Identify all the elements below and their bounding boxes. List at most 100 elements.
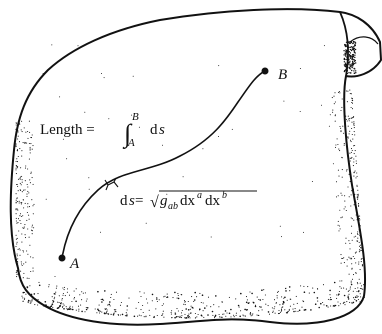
stipple-dot <box>305 309 307 311</box>
stipple-dot <box>64 305 65 306</box>
stipple-dot <box>32 177 33 178</box>
stipple-dot <box>356 185 357 186</box>
stipple-dot <box>353 123 354 124</box>
stipple-dot <box>25 168 26 169</box>
stipple-dot <box>30 303 31 304</box>
stipple-dot <box>350 258 351 259</box>
stipple-dot <box>242 315 243 316</box>
stipple-dot <box>27 138 28 139</box>
stipple-dot <box>143 312 144 313</box>
stipple-dot <box>344 64 345 65</box>
stipple-dot <box>359 251 360 252</box>
stipple-dot <box>127 309 128 310</box>
stipple-dot <box>178 298 180 300</box>
stipple-dot <box>346 59 347 60</box>
stipple-dot <box>16 220 17 221</box>
stipple-dot <box>70 308 71 309</box>
stipple-dot <box>297 303 298 304</box>
stipple-dot <box>360 269 361 270</box>
stipple-dot <box>257 297 258 298</box>
stipple-dot <box>281 307 282 308</box>
stipple-dot <box>350 47 351 48</box>
stipple-dot <box>171 310 172 311</box>
stipple-dot <box>314 292 316 294</box>
stipple-dot <box>346 169 347 170</box>
stipple-dot <box>188 309 190 311</box>
stipple-dot <box>350 160 351 161</box>
stipple-dot <box>289 290 290 291</box>
stipple-dot <box>347 120 348 121</box>
stipple-dot <box>250 313 252 315</box>
stipple-dot <box>301 307 302 308</box>
stipple-dot <box>142 305 143 306</box>
stipple-dot <box>139 315 140 316</box>
stipple-dot <box>113 314 115 316</box>
stipple-dot <box>346 170 347 171</box>
stipple-dot <box>106 311 107 312</box>
stipple-dot <box>350 68 351 69</box>
length-formula: Length = ∫ B A d s <box>40 111 165 149</box>
stipple-dot <box>19 215 20 216</box>
stipple-dot <box>355 296 357 298</box>
stipple-dot <box>18 179 19 180</box>
stipple-dot <box>111 294 112 295</box>
stipple-dot <box>178 316 179 317</box>
stipple-dot <box>17 222 18 223</box>
stipple-dot <box>20 223 21 224</box>
stipple-dot <box>104 290 106 292</box>
stipple-dot <box>336 298 337 299</box>
stipple-dot <box>296 296 297 297</box>
stipple-dot <box>181 294 182 295</box>
stipple-dot <box>355 156 356 157</box>
stipple-dot <box>53 301 55 303</box>
stipple-dot <box>26 250 27 251</box>
stipple-dot <box>24 142 25 143</box>
stipple-dot <box>58 307 59 308</box>
stipple-dot <box>352 240 353 241</box>
stipple-dot <box>345 56 346 57</box>
stipple-dot <box>348 291 349 292</box>
stipple-dot <box>356 163 357 164</box>
stipple-dot <box>102 299 104 301</box>
stipple-dot <box>74 291 75 292</box>
stipple-dot <box>19 255 20 256</box>
le-g: g <box>160 193 168 209</box>
stipple-dot <box>324 45 325 46</box>
stipple-dot <box>19 124 20 125</box>
stipple-dot <box>246 302 248 304</box>
stipple-dot <box>354 258 355 259</box>
stipple-dot <box>177 298 178 299</box>
stipple-dot <box>39 285 41 287</box>
stipple-dot <box>356 291 357 292</box>
stipple-dot <box>28 192 29 193</box>
stipple-dot <box>109 304 111 306</box>
stipple-dot <box>355 60 356 61</box>
stipple-dot <box>72 309 73 310</box>
stipple-dot <box>202 148 203 149</box>
stipple-dot <box>16 235 17 236</box>
stipple-dot <box>351 226 352 227</box>
stipple-dot <box>300 111 301 112</box>
stipple-dot <box>278 291 279 292</box>
stipple-dot <box>34 304 35 305</box>
stipple-dot <box>23 142 24 143</box>
stipple-dot <box>193 301 194 302</box>
stipple-dot <box>230 316 231 317</box>
stipple-dot <box>350 52 351 53</box>
stipple-dot <box>350 288 351 289</box>
stipple-dot <box>114 309 115 310</box>
stipple-dot <box>145 316 146 317</box>
stipple-dot <box>104 77 105 78</box>
stipple-dot <box>351 58 352 59</box>
stipple-dot <box>101 299 102 300</box>
stipple-dot <box>23 273 24 274</box>
le-d: d <box>120 193 128 209</box>
stipple-dot <box>300 68 301 69</box>
stipple-dot <box>22 191 23 192</box>
stipple-dot <box>212 315 213 316</box>
stipple-dot <box>329 290 331 292</box>
stipple-dot <box>190 312 191 313</box>
stipple-dot <box>281 296 282 297</box>
le-dx1: dx <box>180 193 196 209</box>
stipple-dot <box>293 311 295 313</box>
